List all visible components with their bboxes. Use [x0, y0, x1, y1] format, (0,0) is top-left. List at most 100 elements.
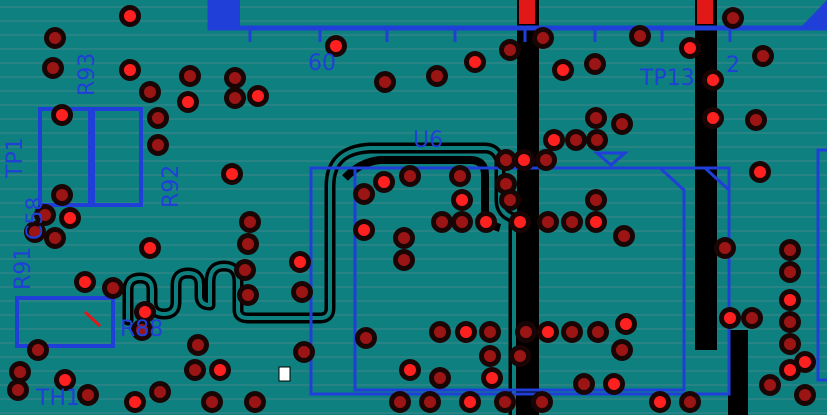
pad-center	[504, 44, 516, 56]
pad-center	[578, 378, 590, 390]
pads-layer	[7, 5, 816, 413]
pad-center	[784, 364, 796, 376]
pad-center	[242, 238, 254, 250]
pad-center	[139, 306, 151, 318]
pad-center	[14, 366, 26, 378]
pad-center	[514, 350, 526, 362]
connector-corner	[210, 0, 240, 28]
pad-center	[229, 72, 241, 84]
pad-center	[784, 338, 796, 350]
trace-vertical-3	[728, 330, 748, 415]
pad-center	[454, 170, 466, 182]
pad-center	[56, 189, 68, 201]
pad-center	[184, 70, 196, 82]
u6-chamfer	[703, 166, 731, 192]
pad-center	[589, 58, 601, 70]
trace-red-top-2	[697, 0, 713, 24]
pad-center	[59, 374, 71, 386]
pad-center	[379, 76, 391, 88]
r93-label: R93	[75, 53, 100, 96]
pad-center	[784, 316, 796, 328]
pad-center	[620, 318, 632, 330]
trace-vertical-1	[517, 0, 539, 415]
pad-center	[484, 350, 496, 362]
pad-center	[520, 326, 532, 338]
pad-center	[460, 326, 472, 338]
pad-center	[29, 226, 41, 238]
pad-center	[242, 289, 254, 301]
pad-center	[124, 10, 136, 22]
pad-center	[557, 64, 569, 76]
pad-center	[634, 30, 646, 42]
pad-center	[296, 286, 308, 298]
pad-center	[49, 32, 61, 44]
pad-center	[129, 396, 141, 408]
r88-outline[interactable]	[15, 296, 115, 348]
r92-outline[interactable]	[91, 107, 143, 207]
pad-center	[727, 12, 739, 24]
u6-body	[353, 166, 686, 392]
pad-center	[49, 232, 61, 244]
pad-center	[360, 332, 372, 344]
pad-center	[799, 389, 811, 401]
pad-center	[591, 134, 603, 146]
pad-center	[152, 139, 164, 151]
pad-center	[404, 364, 416, 376]
pad-center	[394, 396, 406, 408]
pad-center	[229, 92, 241, 104]
pad-center	[784, 244, 796, 256]
pad-center	[124, 64, 136, 76]
pad-center	[107, 282, 119, 294]
pad-center	[537, 32, 549, 44]
r91-label: R91	[11, 247, 36, 290]
pad-center	[252, 90, 264, 102]
th1-label: TH1	[35, 386, 80, 411]
pin-2-label: 2	[726, 53, 740, 78]
pad-center	[784, 294, 796, 306]
pad-center	[618, 230, 630, 242]
marker-box	[278, 366, 291, 382]
pad-center	[504, 194, 516, 206]
pad-center	[590, 194, 602, 206]
pad-center	[404, 170, 416, 182]
pad-center	[249, 396, 261, 408]
pad-center	[590, 112, 602, 124]
pad-center	[757, 50, 769, 62]
marker-label: 0	[281, 370, 287, 381]
pad-center	[542, 326, 554, 338]
pad-center	[684, 42, 696, 54]
pad-center	[514, 216, 526, 228]
pad-center	[754, 166, 766, 178]
pad-center	[499, 396, 511, 408]
c58-label: C58	[23, 197, 48, 240]
r88-trace	[83, 310, 102, 328]
pad-center	[330, 40, 342, 52]
pad-center	[154, 386, 166, 398]
pad-center	[746, 312, 758, 324]
connector-corner-right	[800, 0, 827, 28]
pad-center	[456, 216, 468, 228]
pad-center	[434, 372, 446, 384]
pad-center	[707, 74, 719, 86]
pad-center	[469, 56, 481, 68]
pad-center	[707, 112, 719, 124]
pad-center	[536, 396, 548, 408]
pad-center	[750, 114, 762, 126]
pad-center	[64, 212, 76, 224]
connector-ticks	[248, 28, 732, 42]
pad-center	[616, 118, 628, 130]
pad-center	[294, 256, 306, 268]
pad-center	[144, 242, 156, 254]
pad-center	[500, 154, 512, 166]
pad-center	[592, 326, 604, 338]
pad-center	[608, 378, 620, 390]
pad-center	[464, 396, 476, 408]
r92-label: R92	[159, 165, 184, 208]
pad-center	[764, 379, 776, 391]
r88-label: R88	[120, 317, 163, 342]
pad-center	[566, 216, 578, 228]
pad-center	[590, 216, 602, 228]
pad-center	[616, 344, 628, 356]
pad-center	[570, 134, 582, 146]
